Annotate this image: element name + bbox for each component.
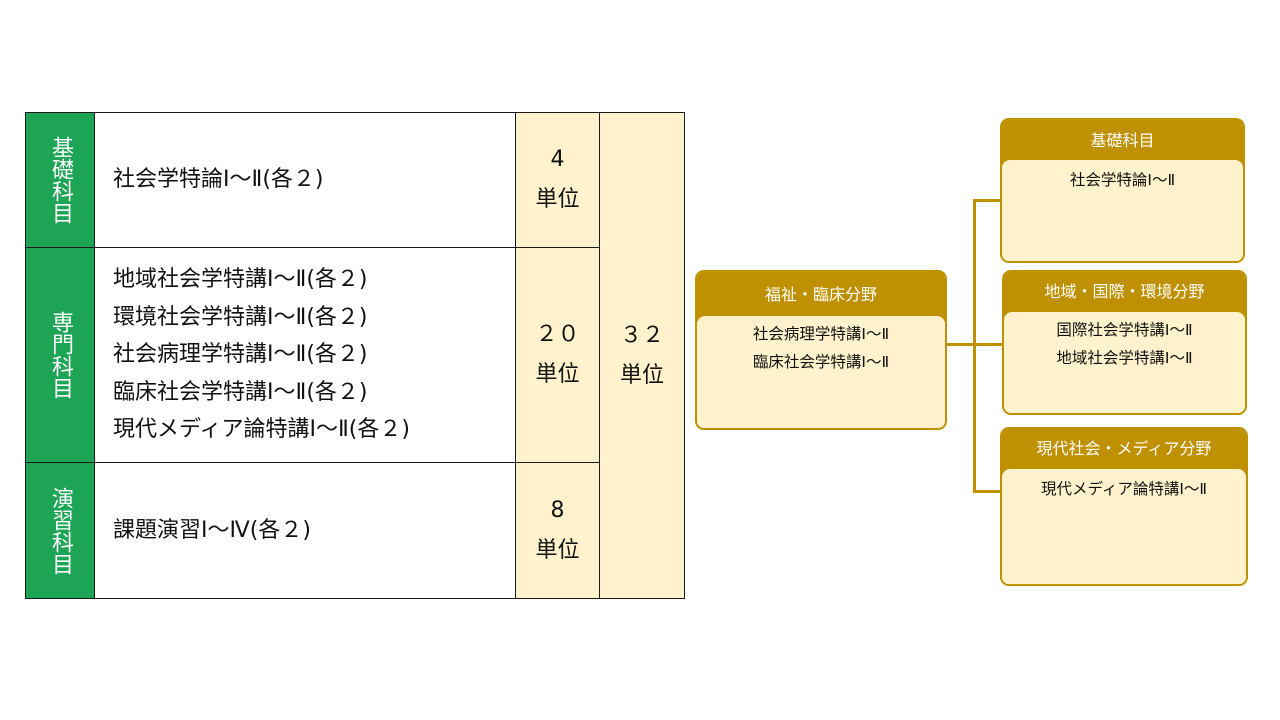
total-value: ３２ [619,322,664,348]
field-box-welfare: 福祉・臨床分野 社会病理学特講Ⅰ～Ⅱ 臨床社会学特講Ⅰ～Ⅱ [695,270,947,430]
field-item: 臨床社会学特講Ⅰ～Ⅱ [752,353,890,371]
field-items: 社会学特論Ⅰ～Ⅱ [1002,160,1243,261]
field-title: 福祉・臨床分野 [697,272,945,322]
field-box-regional: 地域・国際・環境分野 国際社会学特講Ⅰ～Ⅱ 地域社会学特講Ⅰ～Ⅱ [1002,270,1247,415]
credit-value: 8 [550,497,565,523]
course-item: 社会学特論Ⅰ～Ⅱ(各２) [113,167,324,193]
total-unit: 単位 [619,362,664,388]
connector-line [973,343,1003,346]
connector-line [973,490,1002,493]
field-items: 現代メディア論特講Ⅰ～Ⅱ [1002,469,1246,584]
credit-seminar: 8 単位 [515,462,600,599]
course-item: 現代メディア論特講Ⅰ～Ⅱ(各２) [113,417,410,443]
category-basic-label: 基礎科目 [48,136,73,224]
field-items: 国際社会学特講Ⅰ～Ⅱ 地域社会学特講Ⅰ～Ⅱ [1004,312,1245,413]
credit-specialized: ２０ 単位 [515,247,600,463]
credit-unit: 単位 [535,537,580,563]
field-item: 社会学特論Ⅰ～Ⅱ [1069,171,1176,189]
course-item: 臨床社会学特講Ⅰ～Ⅱ(各２) [113,379,368,405]
course-item: 環境社会学特講Ⅰ～Ⅱ(各２) [113,304,368,330]
category-seminar-label: 演習科目 [48,486,73,575]
courses-basic: 社会学特論Ⅰ～Ⅱ(各２) [94,112,516,248]
courses-seminar: 課題演習Ⅰ～Ⅳ(各２) [94,462,516,599]
field-item: 地域社会学特講Ⅰ～Ⅱ [1056,349,1193,367]
category-basic: 基礎科目 [25,112,95,248]
credit-unit: 単位 [535,187,580,212]
credit-unit: 単位 [535,362,580,387]
credit-total: ３２ 単位 [599,112,685,599]
credit-value: 4 [550,147,565,172]
course-item: 社会病理学特講Ⅰ～Ⅱ(各２) [113,342,368,368]
category-specialized: 専門科目 [25,247,95,463]
credit-basic: 4 単位 [515,112,600,248]
connector-trunk [973,199,976,493]
connector-line [973,199,1002,202]
connector-line [944,343,975,346]
field-box-basic: 基礎科目 社会学特論Ⅰ～Ⅱ [1000,118,1245,263]
course-item: 地域社会学特講Ⅰ～Ⅱ(各２) [113,267,368,293]
courses-specialized: 地域社会学特講Ⅰ～Ⅱ(各２) 環境社会学特講Ⅰ～Ⅱ(各２) 社会病理学特講Ⅰ～Ⅱ… [94,247,516,463]
category-specialized-label: 専門科目 [48,311,73,399]
field-item: 国際社会学特講Ⅰ～Ⅱ [1056,321,1193,339]
field-items: 社会病理学特講Ⅰ～Ⅱ 臨床社会学特講Ⅰ～Ⅱ [697,316,945,428]
field-item: 社会病理学特講Ⅰ～Ⅱ [752,325,890,343]
field-item: 現代メディア論特講Ⅰ～Ⅱ [1040,480,1208,498]
course-item: 課題演習Ⅰ～Ⅳ(各２) [113,517,311,543]
credit-value: ２０ [535,322,580,347]
category-seminar: 演習科目 [25,462,95,599]
field-box-media: 現代社会・メディア分野 現代メディア論特講Ⅰ～Ⅱ [1000,427,1248,586]
